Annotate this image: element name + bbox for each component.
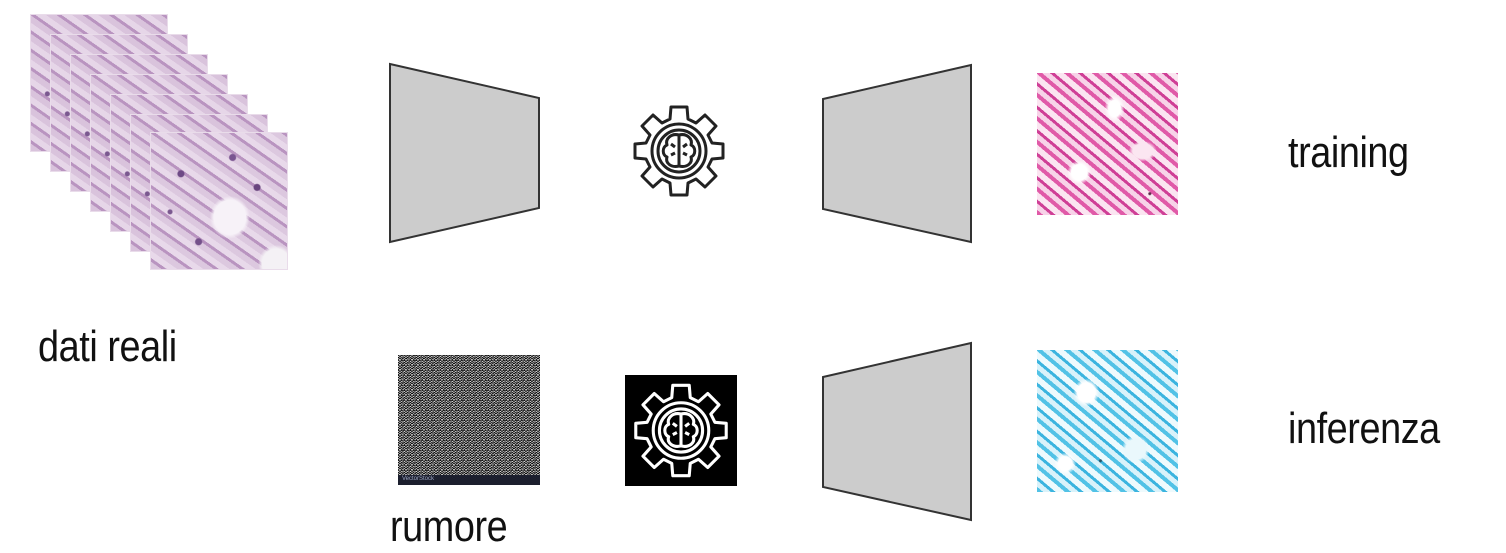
noise-label: rumore: [390, 502, 507, 552]
gear-brain-icon: [625, 375, 737, 486]
decoder-shape: [819, 339, 975, 524]
real-data-label: dati reali: [38, 322, 177, 372]
training-output-image: [1037, 73, 1178, 215]
histology-image: [150, 132, 288, 270]
gear-brain-dark-tile: [625, 375, 737, 486]
watermark-text: VectorStock: [402, 476, 434, 482]
inference-label: inferenza: [1288, 404, 1440, 454]
inference-output-image: [1037, 350, 1178, 492]
decoder-shape: [819, 61, 975, 246]
noise-image: VectorStock: [398, 355, 540, 485]
watermark-bar: VectorStock: [398, 475, 540, 485]
encoder-shape: [386, 60, 546, 246]
gear-brain-icon: [625, 97, 733, 205]
training-label: training: [1288, 128, 1409, 178]
